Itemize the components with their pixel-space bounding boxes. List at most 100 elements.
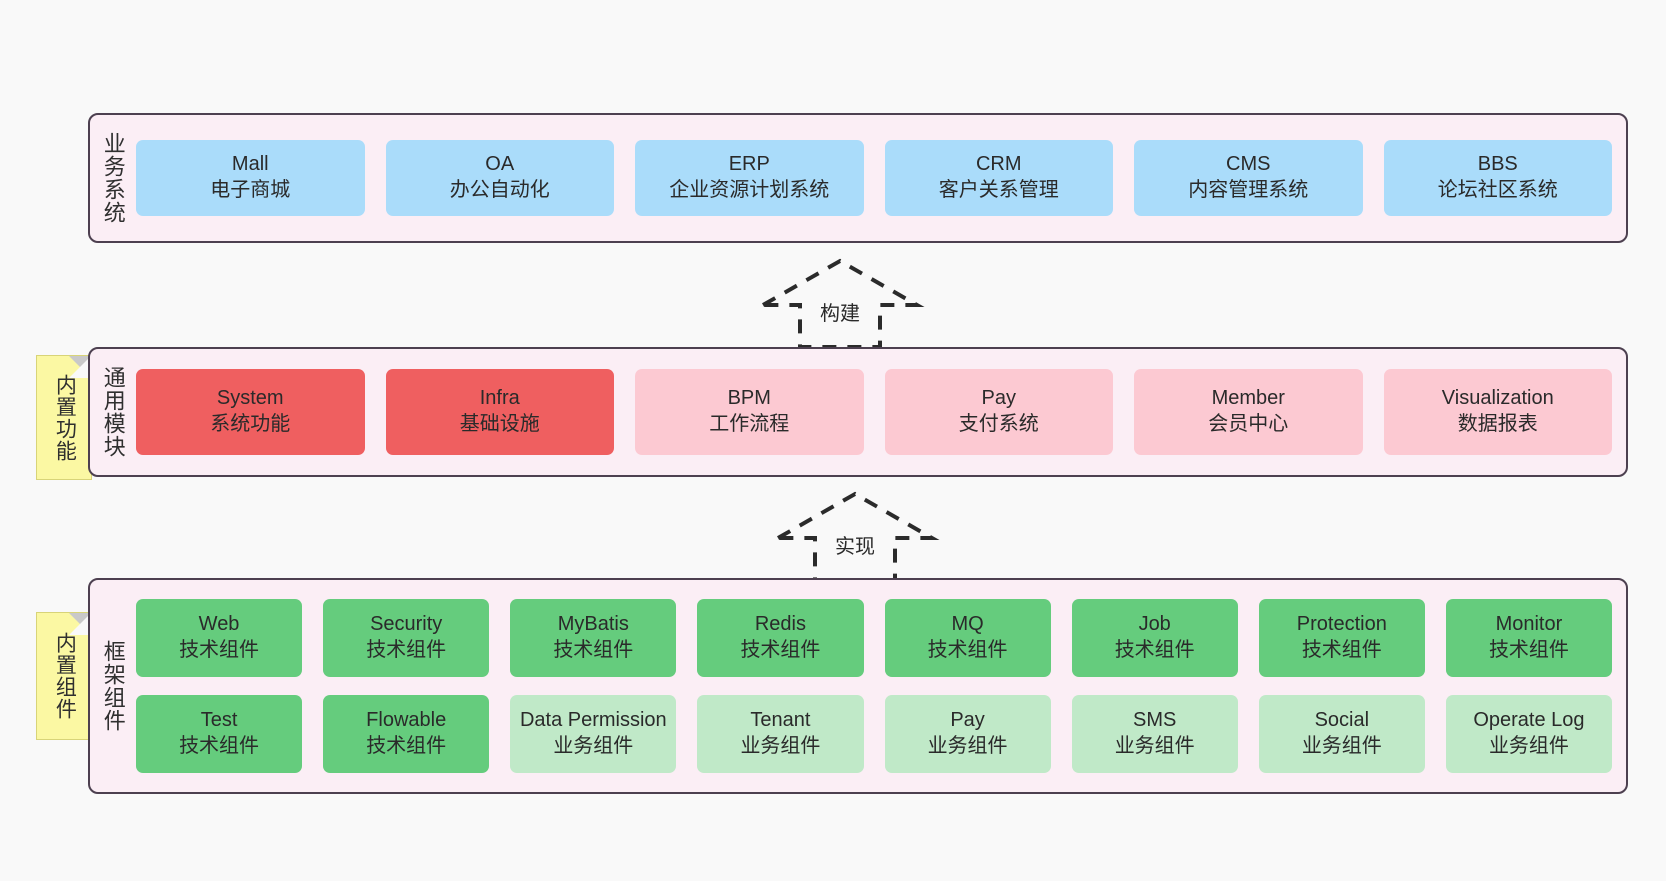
card-subtitle: 技术组件 bbox=[740, 639, 821, 661]
card-subtitle: 技术组件 bbox=[366, 639, 447, 661]
card-pay-module[interactable]: Pay 支付系统 bbox=[884, 369, 1113, 455]
card-title: Visualization bbox=[1441, 387, 1554, 410]
connector-build-label: 构建 bbox=[818, 297, 862, 326]
card-title: BBS bbox=[1477, 153, 1518, 176]
card-title: CRM bbox=[975, 153, 1022, 176]
layer-framework-component: 框架组件 Web 技术组件 Security 技术组件 MyBatis 技术组件… bbox=[88, 578, 1628, 794]
layer-business-system: 业务系统 Mall 电子商城 OA 办公自动化 ERP 企业资源计划系统 CRM… bbox=[88, 113, 1628, 243]
card-subtitle: 业务组件 bbox=[927, 735, 1008, 757]
card-social[interactable]: Social 业务组件 bbox=[1258, 695, 1425, 773]
card-mybatis[interactable]: MyBatis 技术组件 bbox=[510, 599, 677, 677]
card-subtitle: 企业资源计划系统 bbox=[669, 179, 830, 201]
card-title: CMS bbox=[1226, 153, 1271, 176]
sticky-note-label: 内置组件 bbox=[53, 632, 77, 720]
card-title: Web bbox=[198, 613, 240, 636]
card-subtitle: 电子商城 bbox=[210, 179, 291, 201]
card-subtitle: 客户关系管理 bbox=[938, 179, 1059, 201]
card-subtitle: 数据报表 bbox=[1457, 413, 1538, 435]
card-title: MyBatis bbox=[557, 613, 629, 636]
build-arrow-icon bbox=[755, 258, 925, 349]
card-sms[interactable]: SMS 业务组件 bbox=[1071, 695, 1238, 773]
card-subtitle: 系统功能 bbox=[210, 413, 291, 435]
card-subtitle: 基础设施 bbox=[459, 413, 540, 435]
card-title: Flowable bbox=[366, 709, 447, 732]
card-subtitle: 技术组件 bbox=[179, 639, 260, 661]
card-erp[interactable]: ERP 企业资源计划系统 bbox=[635, 140, 864, 216]
card-redis[interactable]: Redis 技术组件 bbox=[697, 599, 864, 677]
card-flowable[interactable]: Flowable 技术组件 bbox=[323, 695, 490, 773]
card-row: System 系统功能 Infra 基础设施 BPM 工作流程 Pay 支付系统… bbox=[136, 369, 1612, 455]
card-title: ERP bbox=[728, 153, 770, 176]
layer-common-module: 通用模块 System 系统功能 Infra 基础设施 BPM 工作流程 Pay… bbox=[88, 347, 1628, 477]
card-title: SMS bbox=[1133, 709, 1177, 732]
card-subtitle: 会员中心 bbox=[1208, 413, 1289, 435]
card-title: OA bbox=[485, 153, 515, 176]
card-subtitle: 业务组件 bbox=[1301, 735, 1382, 757]
card-title: Security bbox=[370, 613, 443, 636]
sticky-note-builtin-component: 内置组件 bbox=[36, 612, 92, 740]
card-title: Pay bbox=[950, 709, 985, 732]
card-row: Mall 电子商城 OA 办公自动化 ERP 企业资源计划系统 CRM 客户关系… bbox=[136, 140, 1612, 216]
card-subtitle: 论坛社区系统 bbox=[1437, 179, 1558, 201]
connector-implement: 实现 bbox=[770, 488, 940, 584]
card-subtitle: 支付系统 bbox=[958, 413, 1039, 435]
card-row: Web 技术组件 Security 技术组件 MyBatis 技术组件 Redi… bbox=[136, 599, 1612, 677]
card-crm[interactable]: CRM 客户关系管理 bbox=[884, 140, 1113, 216]
card-subtitle: 办公自动化 bbox=[449, 179, 550, 201]
card-cms[interactable]: CMS 内容管理系统 bbox=[1134, 140, 1363, 216]
card-member[interactable]: Member 会员中心 bbox=[1134, 369, 1363, 455]
card-title: MQ bbox=[951, 613, 984, 636]
card-title: Data Permission bbox=[519, 709, 667, 732]
card-row: Test 技术组件 Flowable 技术组件 Data Permission … bbox=[136, 695, 1612, 773]
card-title: Tenant bbox=[750, 709, 811, 732]
card-visualization[interactable]: Visualization 数据报表 bbox=[1383, 369, 1612, 455]
card-title: Monitor bbox=[1495, 613, 1563, 636]
card-title: System bbox=[216, 387, 284, 410]
sticky-fold-cover bbox=[69, 612, 92, 635]
card-tenant[interactable]: Tenant 业务组件 bbox=[697, 695, 864, 773]
card-subtitle: 技术组件 bbox=[179, 735, 260, 757]
card-subtitle: 业务组件 bbox=[553, 735, 634, 757]
card-pay-component[interactable]: Pay 业务组件 bbox=[884, 695, 1051, 773]
card-subtitle: 业务组件 bbox=[1488, 735, 1569, 757]
card-subtitle: 技术组件 bbox=[1114, 639, 1195, 661]
sticky-note-label: 内置功能 bbox=[53, 373, 77, 462]
card-subtitle: 业务组件 bbox=[740, 735, 821, 757]
card-subtitle: 业务组件 bbox=[1114, 735, 1195, 757]
card-bbs[interactable]: BBS 论坛社区系统 bbox=[1383, 140, 1612, 216]
card-subtitle: 内容管理系统 bbox=[1188, 179, 1309, 201]
card-subtitle: 技术组件 bbox=[1488, 639, 1569, 661]
card-mq[interactable]: MQ 技术组件 bbox=[884, 599, 1051, 677]
sticky-note-builtin-function: 内置功能 bbox=[36, 355, 92, 480]
connector-build: 构建 bbox=[755, 255, 925, 351]
card-security[interactable]: Security 技术组件 bbox=[323, 599, 490, 677]
card-subtitle: 工作流程 bbox=[709, 413, 790, 435]
card-title: Test bbox=[200, 709, 238, 732]
card-protection[interactable]: Protection 技术组件 bbox=[1258, 599, 1425, 677]
layer-title-framework-component: 框架组件 bbox=[100, 640, 126, 732]
card-web[interactable]: Web 技术组件 bbox=[136, 599, 303, 677]
card-title: Operate Log bbox=[1473, 709, 1585, 732]
card-oa[interactable]: OA 办公自动化 bbox=[385, 140, 614, 216]
card-monitor[interactable]: Monitor 技术组件 bbox=[1445, 599, 1612, 677]
card-operate-log[interactable]: Operate Log 业务组件 bbox=[1445, 695, 1612, 773]
card-title: Pay bbox=[981, 387, 1016, 410]
layer-body-framework-component: Web 技术组件 Security 技术组件 MyBatis 技术组件 Redi… bbox=[136, 580, 1626, 792]
card-data-permission[interactable]: Data Permission 业务组件 bbox=[510, 695, 677, 773]
layer-title-common-module: 通用模块 bbox=[100, 366, 126, 458]
implement-arrow-icon bbox=[770, 491, 940, 582]
card-system[interactable]: System 系统功能 bbox=[136, 369, 365, 455]
card-bpm[interactable]: BPM 工作流程 bbox=[635, 369, 864, 455]
layer-title-business-system: 业务系统 bbox=[100, 132, 126, 224]
card-title: Mall bbox=[231, 153, 269, 176]
card-title: Social bbox=[1314, 709, 1370, 732]
card-title: Infra bbox=[479, 387, 520, 410]
card-title: Member bbox=[1211, 387, 1285, 410]
card-mall[interactable]: Mall 电子商城 bbox=[136, 140, 365, 216]
card-subtitle: 技术组件 bbox=[1301, 639, 1382, 661]
card-test[interactable]: Test 技术组件 bbox=[136, 695, 303, 773]
layer-body-business-system: Mall 电子商城 OA 办公自动化 ERP 企业资源计划系统 CRM 客户关系… bbox=[136, 115, 1626, 241]
card-job[interactable]: Job 技术组件 bbox=[1071, 599, 1238, 677]
card-infra[interactable]: Infra 基础设施 bbox=[385, 369, 614, 455]
